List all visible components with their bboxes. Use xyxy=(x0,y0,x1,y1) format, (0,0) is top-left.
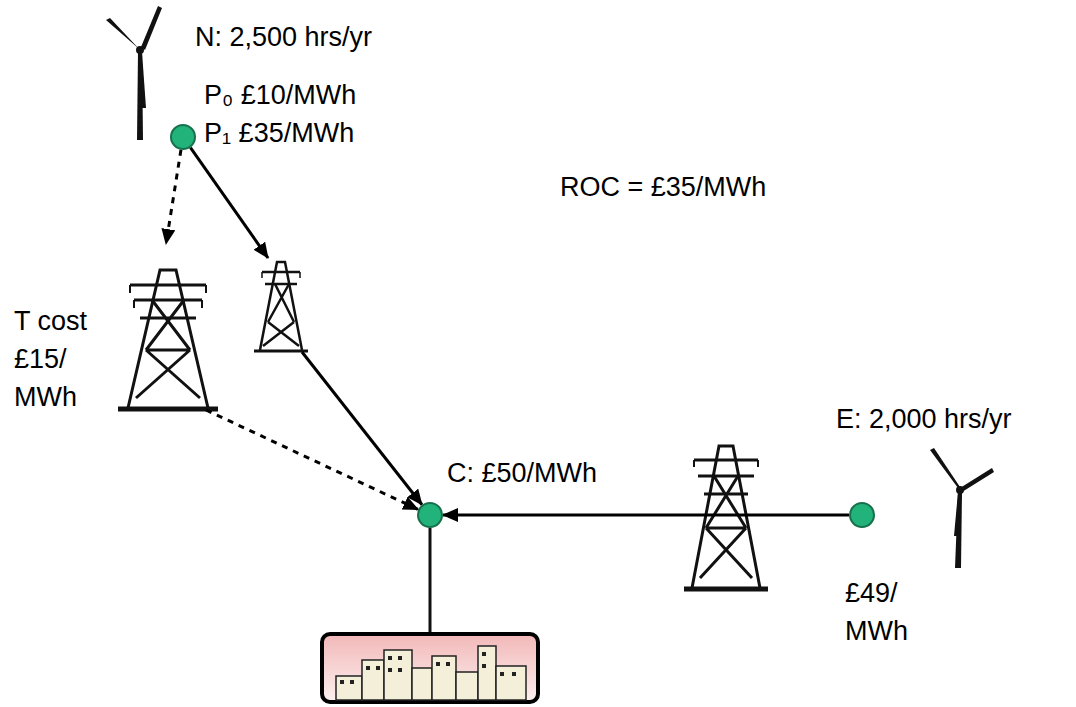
pylon xyxy=(254,262,308,351)
annotation-label: T cost £15/ MWh xyxy=(14,302,110,416)
pylon xyxy=(118,270,218,409)
connector-segment xyxy=(166,150,181,244)
city-icon xyxy=(322,634,538,702)
annotation-label: E: 2,000 hrs/yr xyxy=(836,400,1012,438)
annotation-label: N: 2,500 hrs/yr xyxy=(195,18,372,56)
power-flow-arrow xyxy=(166,150,418,510)
connector-segment xyxy=(190,148,268,258)
annotation-label: ROC = £35/MWh xyxy=(560,168,766,206)
connector-segment xyxy=(302,352,422,505)
wind-turbine xyxy=(930,448,994,568)
pylon xyxy=(684,446,768,589)
wind-turbine xyxy=(106,6,162,140)
price-label: P₀ £10/MWh xyxy=(204,76,356,114)
bus-node: C: £50/MWh xyxy=(417,502,443,528)
feeder-line xyxy=(429,528,432,634)
price-label: £49/ MWh xyxy=(845,574,925,650)
bus-node: P₀ £10/MWhP₁ £35/MWh xyxy=(170,124,196,150)
bus-node: £49/ MWh xyxy=(849,502,875,528)
price-label: P₁ £35/MWh xyxy=(204,114,354,152)
power-flow-arrow xyxy=(443,515,849,516)
power-flow-arrow xyxy=(190,148,421,505)
price-label: C: £50/MWh xyxy=(447,454,597,492)
connector-segment xyxy=(443,514,849,517)
